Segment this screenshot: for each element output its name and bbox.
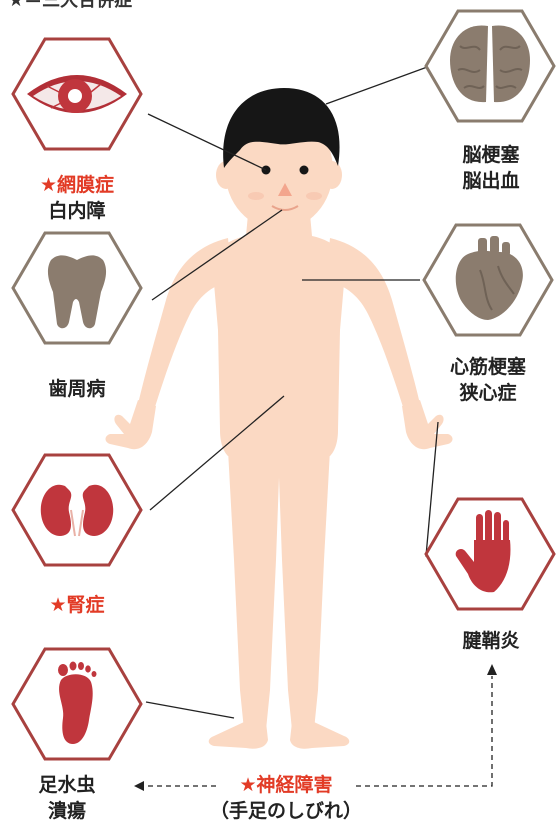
brain-label: 脳梗塞 脳出血 — [426, 142, 556, 194]
hexagon-border — [426, 11, 554, 121]
myocardial-infarction-text: 心筋梗塞 — [420, 354, 556, 380]
nephropathy-text: ★腎症 — [12, 592, 142, 618]
cerebral-infarction-text: 脳梗塞 — [426, 142, 556, 168]
right-foot — [290, 722, 349, 749]
ulcer-text: 潰瘍 — [12, 798, 122, 824]
hand-hexagon — [426, 499, 554, 609]
foot-connector — [146, 702, 234, 718]
right-eye — [300, 166, 309, 175]
kidney-hexagon — [13, 455, 141, 565]
right-cheek — [306, 192, 322, 200]
heart-label: 心筋梗塞 狭心症 — [420, 354, 556, 406]
nerve-label: ★神経障害 （手足のしびれ） — [196, 772, 376, 824]
human-figure — [106, 88, 453, 749]
left-cheek — [248, 192, 264, 200]
left-hand — [106, 400, 157, 449]
eye-hexagon — [13, 39, 141, 149]
left-leg — [228, 450, 280, 730]
cataract-text: 白内障 — [12, 198, 142, 224]
nerve-right-arrowhead — [487, 664, 497, 675]
brain-connector — [326, 66, 430, 104]
tenosynovitis-text: 腱鞘炎 — [426, 628, 556, 654]
foot-label: 足水虫 潰瘍 — [12, 772, 122, 824]
periodontal-text: 歯周病 — [12, 376, 142, 402]
neuropathy-text: ★神経障害 — [196, 772, 376, 798]
kidney-label: ★腎症 — [12, 592, 142, 618]
retinopathy-text: ★網膜症 — [12, 172, 142, 198]
nerve-left-arrowhead — [134, 781, 144, 791]
heart-hexagon — [424, 225, 552, 335]
foot-hexagon — [13, 649, 141, 759]
torso — [212, 214, 346, 456]
hand-label: 腱鞘炎 — [426, 628, 556, 654]
tooth-hexagon — [13, 233, 141, 343]
hexagon-border — [13, 455, 141, 565]
right-leg — [278, 450, 330, 730]
nerve-right-dashed-line — [356, 676, 492, 786]
brain-hexagon — [426, 11, 554, 121]
numbness-text: （手足のしびれ） — [196, 798, 376, 824]
tooth-label: 歯周病 — [12, 376, 142, 402]
right-hand — [402, 400, 453, 449]
angina-text: 狭心症 — [420, 380, 556, 406]
eye-label: ★網膜症 白内障 — [12, 172, 142, 224]
left-foot — [209, 722, 268, 749]
cerebral-hemorrhage-text: 脳出血 — [426, 168, 556, 194]
athletes-foot-text: 足水虫 — [12, 772, 122, 798]
